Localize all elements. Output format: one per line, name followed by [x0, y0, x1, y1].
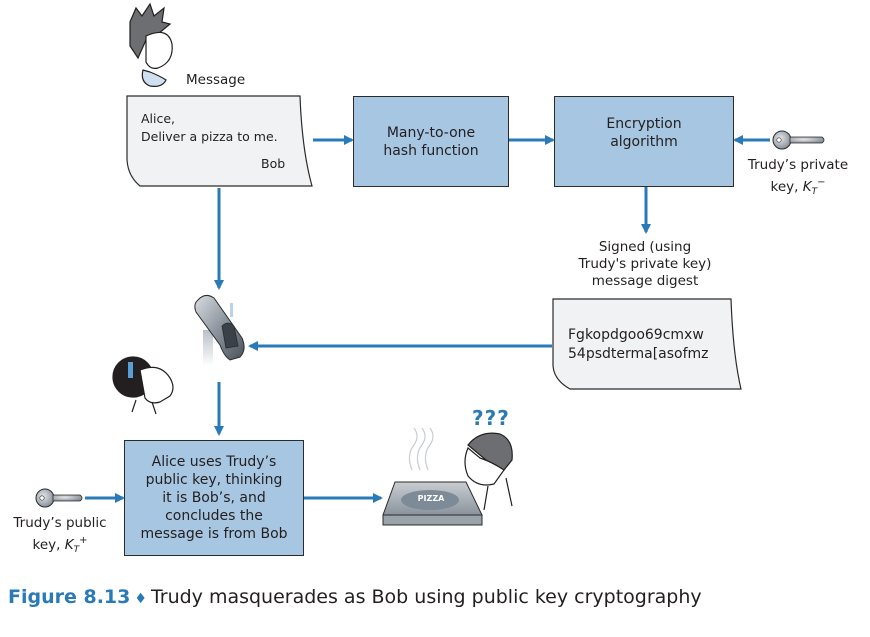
- digest-document: [552, 298, 742, 390]
- message-line-2: Deliver a pizza to me.: [141, 129, 278, 144]
- key-symbol: K: [64, 537, 74, 553]
- encryption-box-line-2: algorithm: [610, 133, 678, 150]
- caption-text: Trudy masquerades as Bob using public ke…: [150, 586, 702, 608]
- message-line-1: Alice,: [141, 111, 176, 126]
- public-key-label-line-1: Trudy’s public: [13, 515, 107, 531]
- encryption-algorithm-box: Encryption algorithm: [554, 96, 734, 187]
- public-key-label: Trudy’s public key, KT+: [0, 515, 120, 559]
- message-signature: Bob: [261, 156, 286, 171]
- hash-box-line-1: Many-to-one: [386, 124, 476, 141]
- bob-icon: [464, 432, 513, 511]
- mailbox-icon: [194, 294, 245, 366]
- hash-function-box: Many-to-one hash function: [353, 96, 509, 187]
- private-key-label: Trudy’s private key, KT−: [738, 157, 858, 201]
- alice-conclusion-box: Alice uses Trudy’s public key, thinking …: [124, 440, 304, 556]
- message-document: [126, 95, 313, 187]
- figure-number: Figure 8.13: [8, 586, 131, 608]
- private-key-label-line-1: Trudy’s private: [747, 157, 849, 173]
- trudy-icon: [129, 2, 173, 87]
- key-symbol: K: [802, 179, 812, 195]
- encryption-box-line-1: Encryption: [606, 115, 682, 132]
- figure-caption: Figure 8.13♦Trudy masquerades as Bob usi…: [8, 586, 702, 608]
- signed-digest-label: Signed (using Trudy's private key) messa…: [578, 239, 712, 289]
- pizza-box-icon: [382, 427, 483, 526]
- private-key-graphic: [772, 130, 825, 150]
- alice-icon: [112, 356, 174, 415]
- digest-line-2: 54psdterma[asofmz: [568, 346, 709, 362]
- digest-line-1: Fgkopdgoo69cmxw: [568, 327, 704, 343]
- message-label: Message: [186, 72, 246, 88]
- hash-box-line-2: hash function: [383, 142, 479, 159]
- pizza-label: PIZZA: [417, 494, 445, 503]
- confused-question-marks: ???: [472, 406, 510, 430]
- public-key-graphic: [35, 488, 83, 508]
- caption-separator: ♦: [134, 591, 147, 607]
